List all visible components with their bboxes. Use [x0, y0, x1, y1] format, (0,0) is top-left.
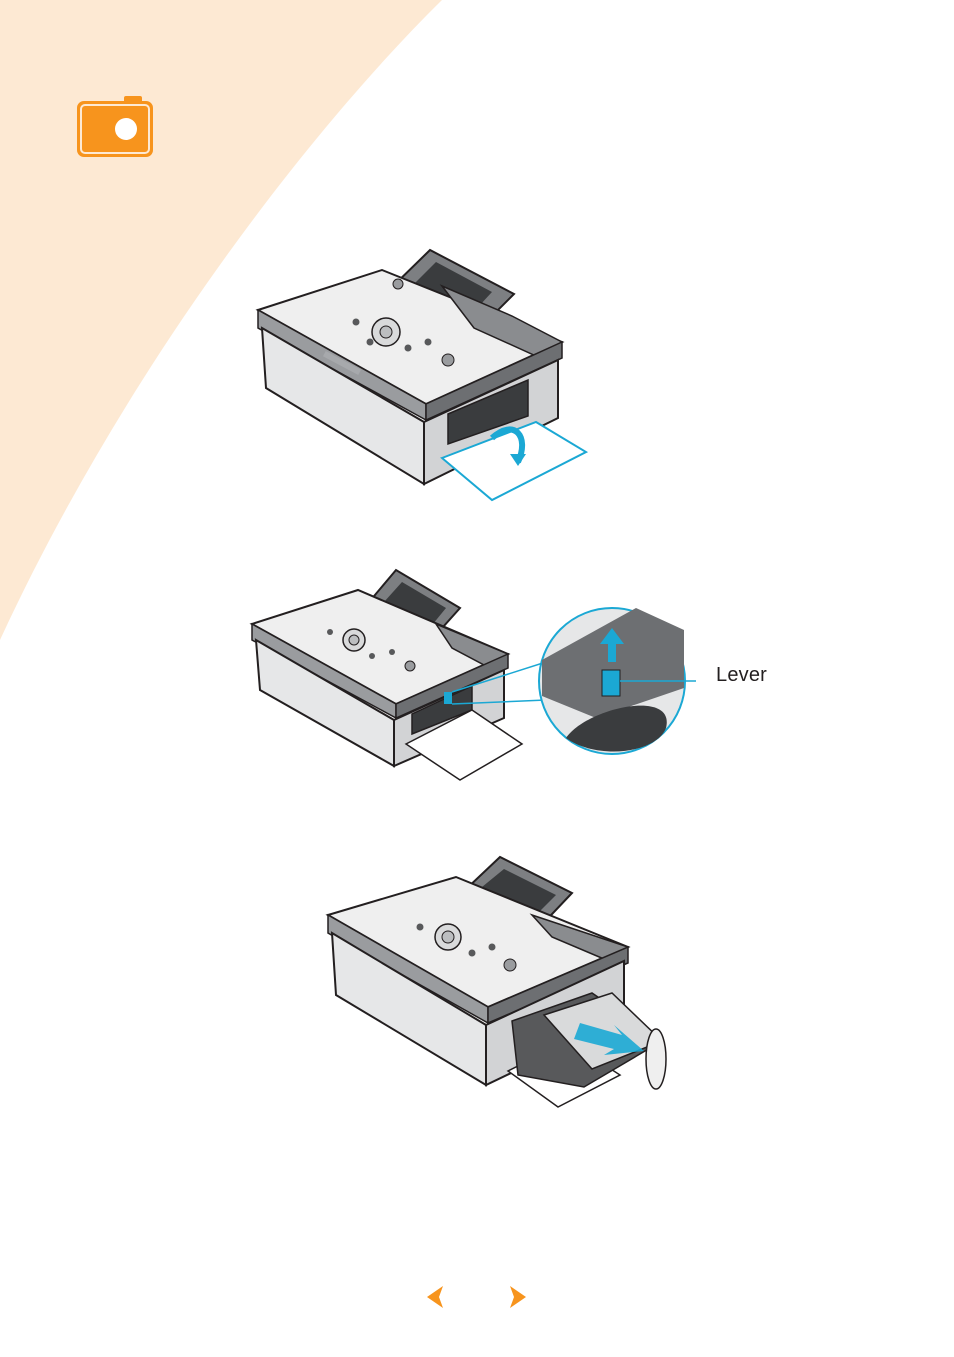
next-page-button[interactable] — [504, 1284, 530, 1310]
chevron-right-icon — [504, 1284, 530, 1310]
printer-icon — [252, 248, 592, 503]
printer-icon — [246, 568, 696, 784]
figure-open-cover — [252, 248, 592, 503]
camera-icon — [76, 96, 154, 158]
figure-remove-cartridge — [322, 855, 672, 1110]
previous-page-button[interactable] — [423, 1284, 449, 1310]
figure-lift-lever — [246, 568, 696, 784]
chevron-left-icon — [423, 1284, 449, 1310]
lever-label: Lever — [716, 664, 767, 687]
printer-icon — [322, 855, 672, 1110]
